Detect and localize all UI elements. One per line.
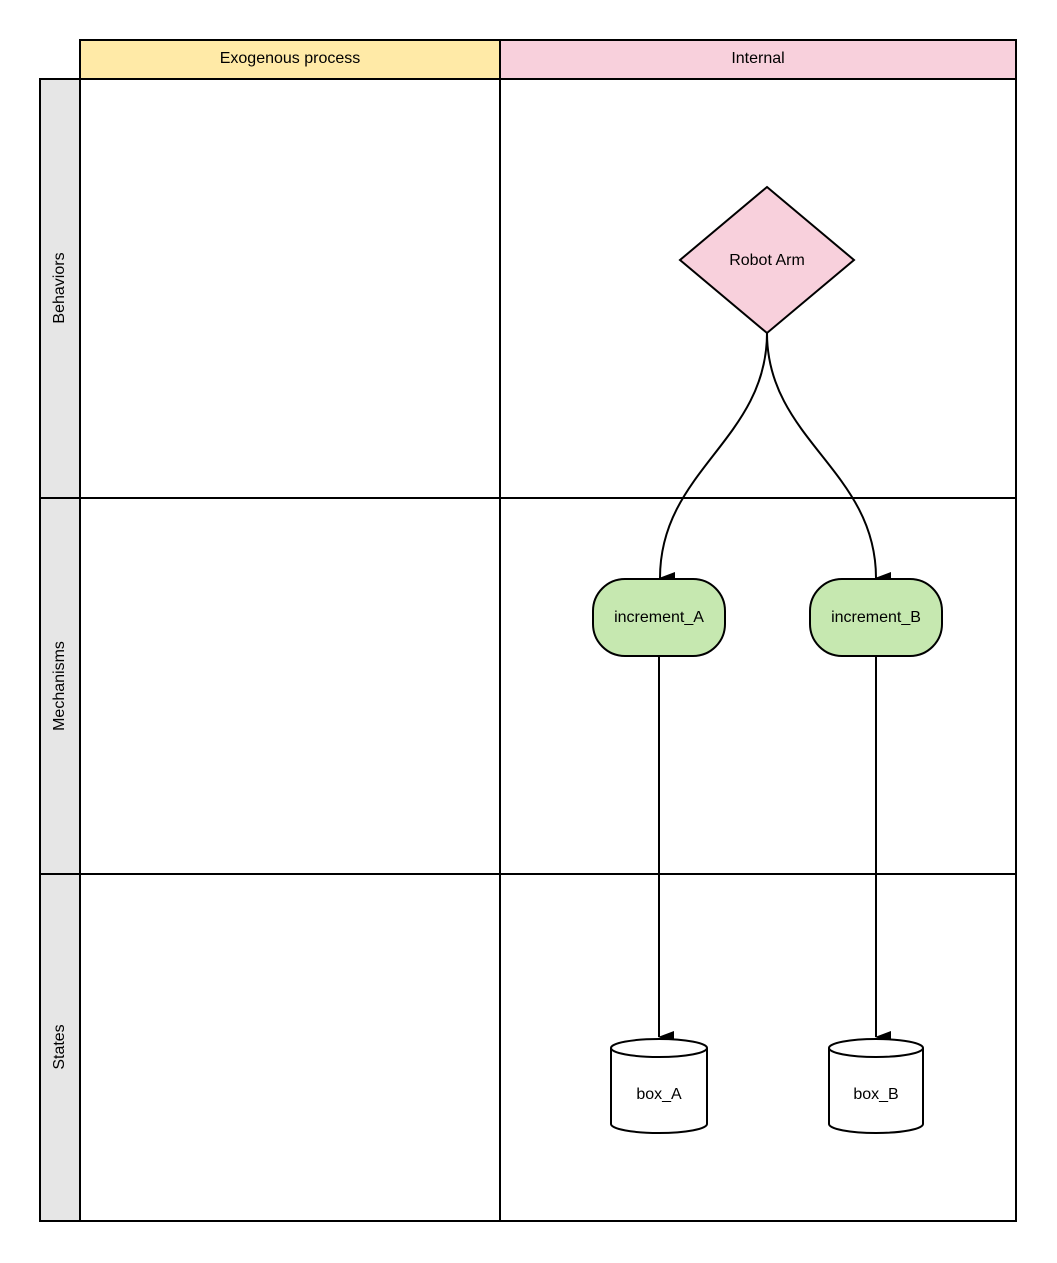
node-box-a[interactable]: box_A: [610, 1038, 708, 1134]
node-increment-a[interactable]: increment_A: [592, 578, 726, 657]
lane-cell-mechanisms-internal: [499, 497, 1017, 875]
row-header-states: States: [39, 873, 81, 1222]
edge-robot-arm-to-increment-b: [766, 332, 892, 584]
box-b-cylinder-top: [828, 1038, 924, 1058]
increment-b-shape: [809, 578, 943, 657]
lane-cell-states-exogenous: [79, 873, 501, 1222]
robot-arm-label: Robot Arm: [729, 252, 805, 269]
column-header-exogenous-bg: [79, 39, 501, 80]
row-header-states-label: States: [51, 1024, 68, 1069]
box-b-label: box_B: [853, 1086, 898, 1103]
lane-grid: [79, 78, 1017, 1222]
box-b-cylinder-body: [828, 1048, 924, 1134]
node-box-b[interactable]: box_B: [828, 1038, 924, 1134]
edge-robot-arm-to-increment-a: [659, 332, 768, 585]
column-header-exogenous-label: Exogenous process: [220, 50, 361, 67]
lane-cell-behaviors-exogenous: [79, 78, 501, 499]
node-robot-arm[interactable]: Robot Arm: [678, 185, 856, 335]
row-header-mechanisms: Mechanisms: [39, 497, 81, 875]
box-a-cylinder-body: [610, 1048, 708, 1134]
box-a-cylinder-top: [610, 1038, 708, 1058]
lane-cell-mechanisms-exogenous: [79, 497, 501, 875]
box-a-label: box_A: [636, 1086, 682, 1103]
column-header-exogenous: Exogenous process: [79, 39, 501, 80]
row-header-behaviors-label: Behaviors: [51, 252, 68, 323]
column-header-internal-bg: [499, 39, 1017, 80]
row-header-states-bg: [39, 873, 81, 1222]
column-header-internal-label: Internal: [731, 50, 784, 67]
column-header-internal: Internal: [499, 39, 1017, 80]
increment-a-shape: [592, 578, 726, 657]
row-header-behaviors: Behaviors: [39, 78, 81, 499]
robot-arm-diamond: [678, 185, 856, 335]
row-header-mechanisms-label: Mechanisms: [51, 641, 68, 731]
increment-b-label: increment_B: [831, 609, 921, 626]
edges: [658, 332, 892, 1043]
node-increment-b[interactable]: increment_B: [809, 578, 943, 657]
increment-a-label: increment_A: [614, 609, 704, 626]
lane-cell-states-internal: [499, 873, 1017, 1222]
